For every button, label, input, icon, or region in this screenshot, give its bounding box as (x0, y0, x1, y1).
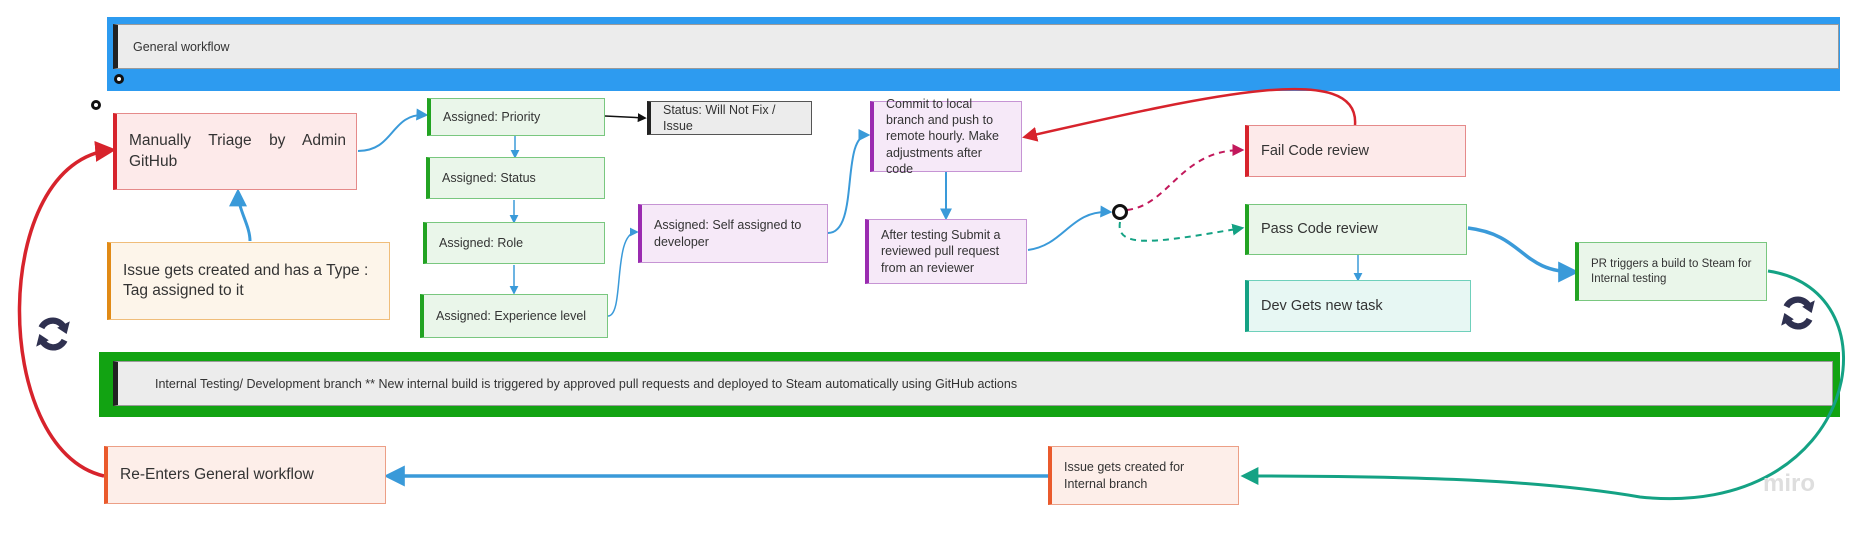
arrow-decision-to-pass (1118, 221, 1245, 242)
manually-triage-label: Manually Triage by Admin GitHub (129, 132, 346, 170)
self-assigned-card[interactable]: Assigned: Self assigned to developer (638, 204, 828, 263)
assigned-priority-card[interactable]: Assigned: Priority (427, 98, 605, 136)
frame-anchor-dot (114, 74, 124, 84)
assigned-experience-label: Assigned: Experience level (436, 308, 587, 323)
arrow-priority-to-wontfix (604, 113, 647, 123)
arrow-pass-to-build (1467, 226, 1580, 283)
manually-triage-card[interactable]: Manually Triage by Admin GitHub (113, 113, 357, 190)
pass-code-review-card[interactable]: Pass Code review (1245, 204, 1467, 255)
sync-icon (36, 317, 70, 351)
arrow-submit-to-decision (1027, 205, 1113, 251)
issue-created-card[interactable]: Issue gets created and has a Type : Tag … (107, 242, 390, 320)
assigned-experience-card[interactable]: Assigned: Experience level (420, 294, 608, 338)
internal-workflow-frame[interactable]: Internal Testing/ Development branch ** … (113, 361, 1833, 406)
commit-local-label: Commit to local branch and push to remot… (886, 96, 1000, 176)
arrow-build-to-issue-internal (1240, 269, 1845, 501)
internal-workflow-label: Internal Testing/ Development branch ** … (155, 376, 1018, 391)
sync-icon (1781, 296, 1815, 330)
arrow-reenter-to-triage (17, 140, 117, 478)
issue-internal-card[interactable]: Issue gets created for Internal branch (1048, 446, 1239, 505)
fail-code-review-card[interactable]: Fail Code review (1245, 125, 1466, 177)
submit-pr-label: After testing Submit a reviewed pull req… (881, 228, 1001, 275)
dev-new-task-label: Dev Gets new task (1261, 297, 1383, 314)
issue-internal-label: Issue gets created for Internal branch (1064, 460, 1185, 491)
miro-logo: miro (1763, 470, 1816, 497)
origin-dot (91, 100, 101, 110)
commit-local-card[interactable]: Commit to local branch and push to remot… (870, 97, 1022, 176)
pr-triggers-build-label: PR triggers a build to Steam for Interna… (1591, 257, 1752, 285)
reenters-general-label: Re-Enters General workflow (120, 465, 314, 483)
fail-code-review-label: Fail Code review (1261, 142, 1369, 159)
decision-point (1112, 204, 1128, 220)
issue-created-label: Issue gets created and has a Type : Tag … (123, 261, 369, 299)
arrow-decision-to-fail (1126, 144, 1245, 211)
arrow-issue-to-triage (229, 188, 252, 242)
status-will-not-fix-card[interactable]: Status: Will Not Fix / Issue (647, 101, 812, 135)
self-assigned-label: Assigned: Self assigned to developer (654, 218, 802, 249)
assigned-role-label: Assigned: Role (439, 235, 524, 250)
arrow-self-to-commit (827, 129, 871, 234)
status-will-not-fix-label: Status: Will Not Fix / Issue (663, 102, 776, 133)
general-workflow-frame[interactable]: General workflow (113, 24, 1839, 69)
assigned-status-label: Assigned: Status (442, 170, 536, 185)
submit-pr-card[interactable]: After testing Submit a reviewed pull req… (865, 219, 1027, 284)
arrow-experience-to-self (607, 227, 639, 317)
dev-new-task-card[interactable]: Dev Gets new task (1245, 280, 1471, 332)
general-workflow-label: General workflow (133, 39, 230, 54)
pr-triggers-build-card[interactable]: PR triggers a build to Steam for Interna… (1575, 242, 1767, 301)
arrow-fail-to-commit (1022, 87, 1357, 142)
assigned-status-card[interactable]: Assigned: Status (426, 157, 605, 199)
assigned-role-card[interactable]: Assigned: Role (423, 222, 605, 264)
arrow-triage-to-priority (357, 108, 429, 152)
assigned-priority-label: Assigned: Priority (443, 109, 541, 124)
pass-code-review-label: Pass Code review (1261, 221, 1378, 238)
reenters-general-card[interactable]: Re-Enters General workflow (104, 446, 386, 504)
